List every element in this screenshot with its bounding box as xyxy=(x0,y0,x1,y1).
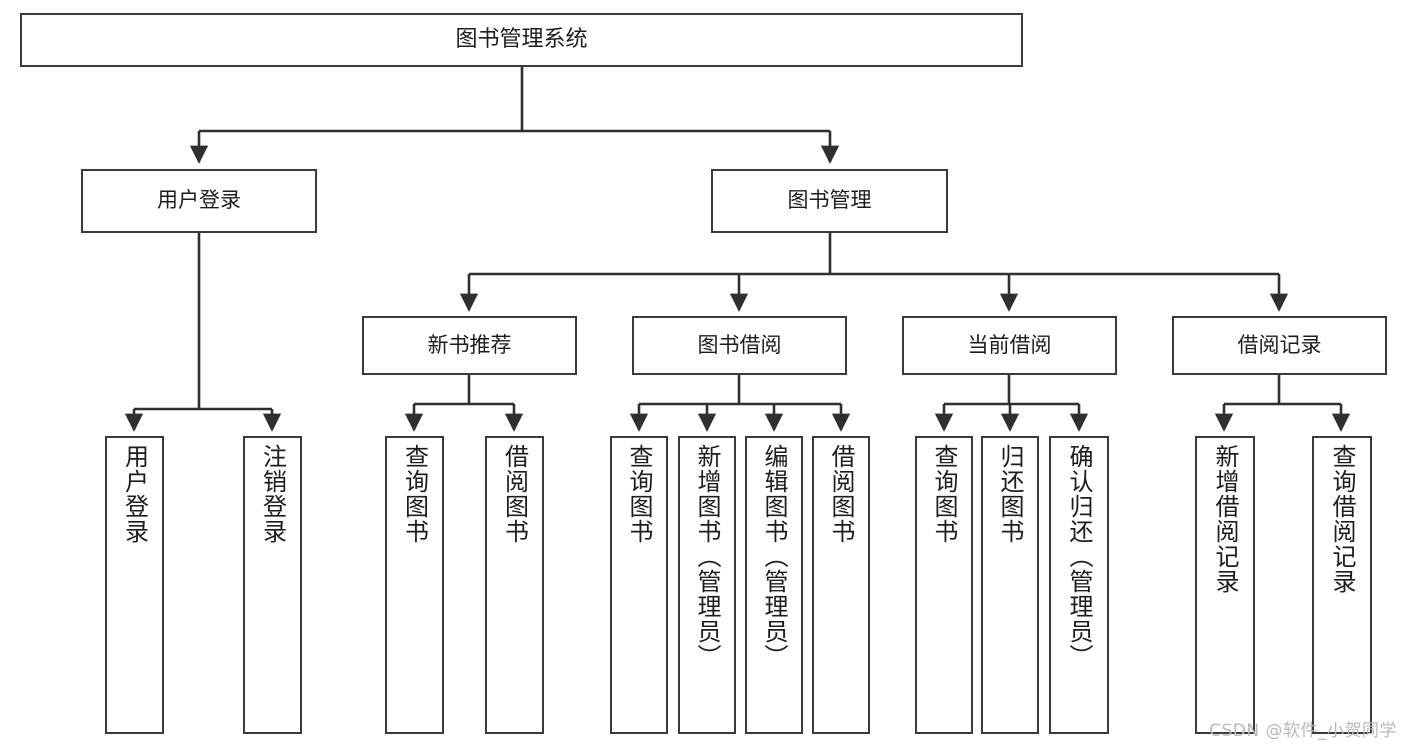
node-label: 查询图书 xyxy=(625,444,653,544)
leaf-record-add-record[interactable]: 新增借阅记录 xyxy=(1195,436,1255,734)
node-label: 新增借阅记录 xyxy=(1211,444,1239,594)
leaf-current-return-book[interactable]: 归还图书 xyxy=(981,436,1039,734)
leaf-borrow-edit-book-admin[interactable]: 编辑图书（管理员） xyxy=(745,436,803,734)
node-root-system[interactable]: 图书管理系统 xyxy=(20,13,1023,67)
leaf-recommend-query-book[interactable]: 查询图书 xyxy=(385,436,444,734)
node-label: 注销登录 xyxy=(258,444,287,544)
node-label: 当前借阅 xyxy=(967,332,1052,357)
leaf-record-query-record[interactable]: 查询借阅记录 xyxy=(1312,436,1372,734)
leaf-borrow-borrow-book[interactable]: 借阅图书 xyxy=(812,436,870,734)
leaf-borrow-add-book-admin[interactable]: 新增图书（管理员） xyxy=(678,436,736,734)
node-label: 新书推荐 xyxy=(427,332,512,357)
node-book-management[interactable]: 图书管理 xyxy=(711,169,948,233)
node-label: 用户登录 xyxy=(157,188,241,213)
node-label: 查询借阅记录 xyxy=(1328,444,1356,594)
leaf-current-confirm-return-admin[interactable]: 确认归还（管理员） xyxy=(1049,436,1109,734)
node-label: 借阅图书 xyxy=(500,444,529,544)
node-current-borrow[interactable]: 当前借阅 xyxy=(902,316,1117,375)
node-label: 图书借阅 xyxy=(697,332,782,357)
leaf-borrow-query-book[interactable]: 查询图书 xyxy=(610,436,668,734)
leaf-recommend-borrow-book[interactable]: 借阅图书 xyxy=(485,436,544,734)
node-label: 归还图书 xyxy=(996,444,1024,544)
node-label: 新增图书（管理员） xyxy=(693,444,721,669)
node-book-borrow[interactable]: 图书借阅 xyxy=(632,316,847,375)
node-borrow-record[interactable]: 借阅记录 xyxy=(1172,316,1387,375)
leaf-current-query-book[interactable]: 查询图书 xyxy=(915,436,973,734)
node-label: 借阅记录 xyxy=(1237,332,1322,357)
node-label: 查询图书 xyxy=(930,444,958,544)
node-label: 编辑图书（管理员） xyxy=(760,444,788,669)
leaf-user-login-signout[interactable]: 注销登录 xyxy=(243,436,302,734)
node-label: 查询图书 xyxy=(400,444,429,544)
node-user-login[interactable]: 用户登录 xyxy=(81,169,317,233)
node-label: 确认归还（管理员） xyxy=(1065,444,1093,669)
node-label: 借阅图书 xyxy=(827,444,855,544)
node-label: 图书管理 xyxy=(787,188,872,213)
node-label: 用户登录 xyxy=(120,444,149,544)
leaf-user-login-signin[interactable]: 用户登录 xyxy=(105,436,164,734)
node-label: 图书管理系统 xyxy=(455,26,588,52)
node-new-book-recommend[interactable]: 新书推荐 xyxy=(362,316,577,375)
